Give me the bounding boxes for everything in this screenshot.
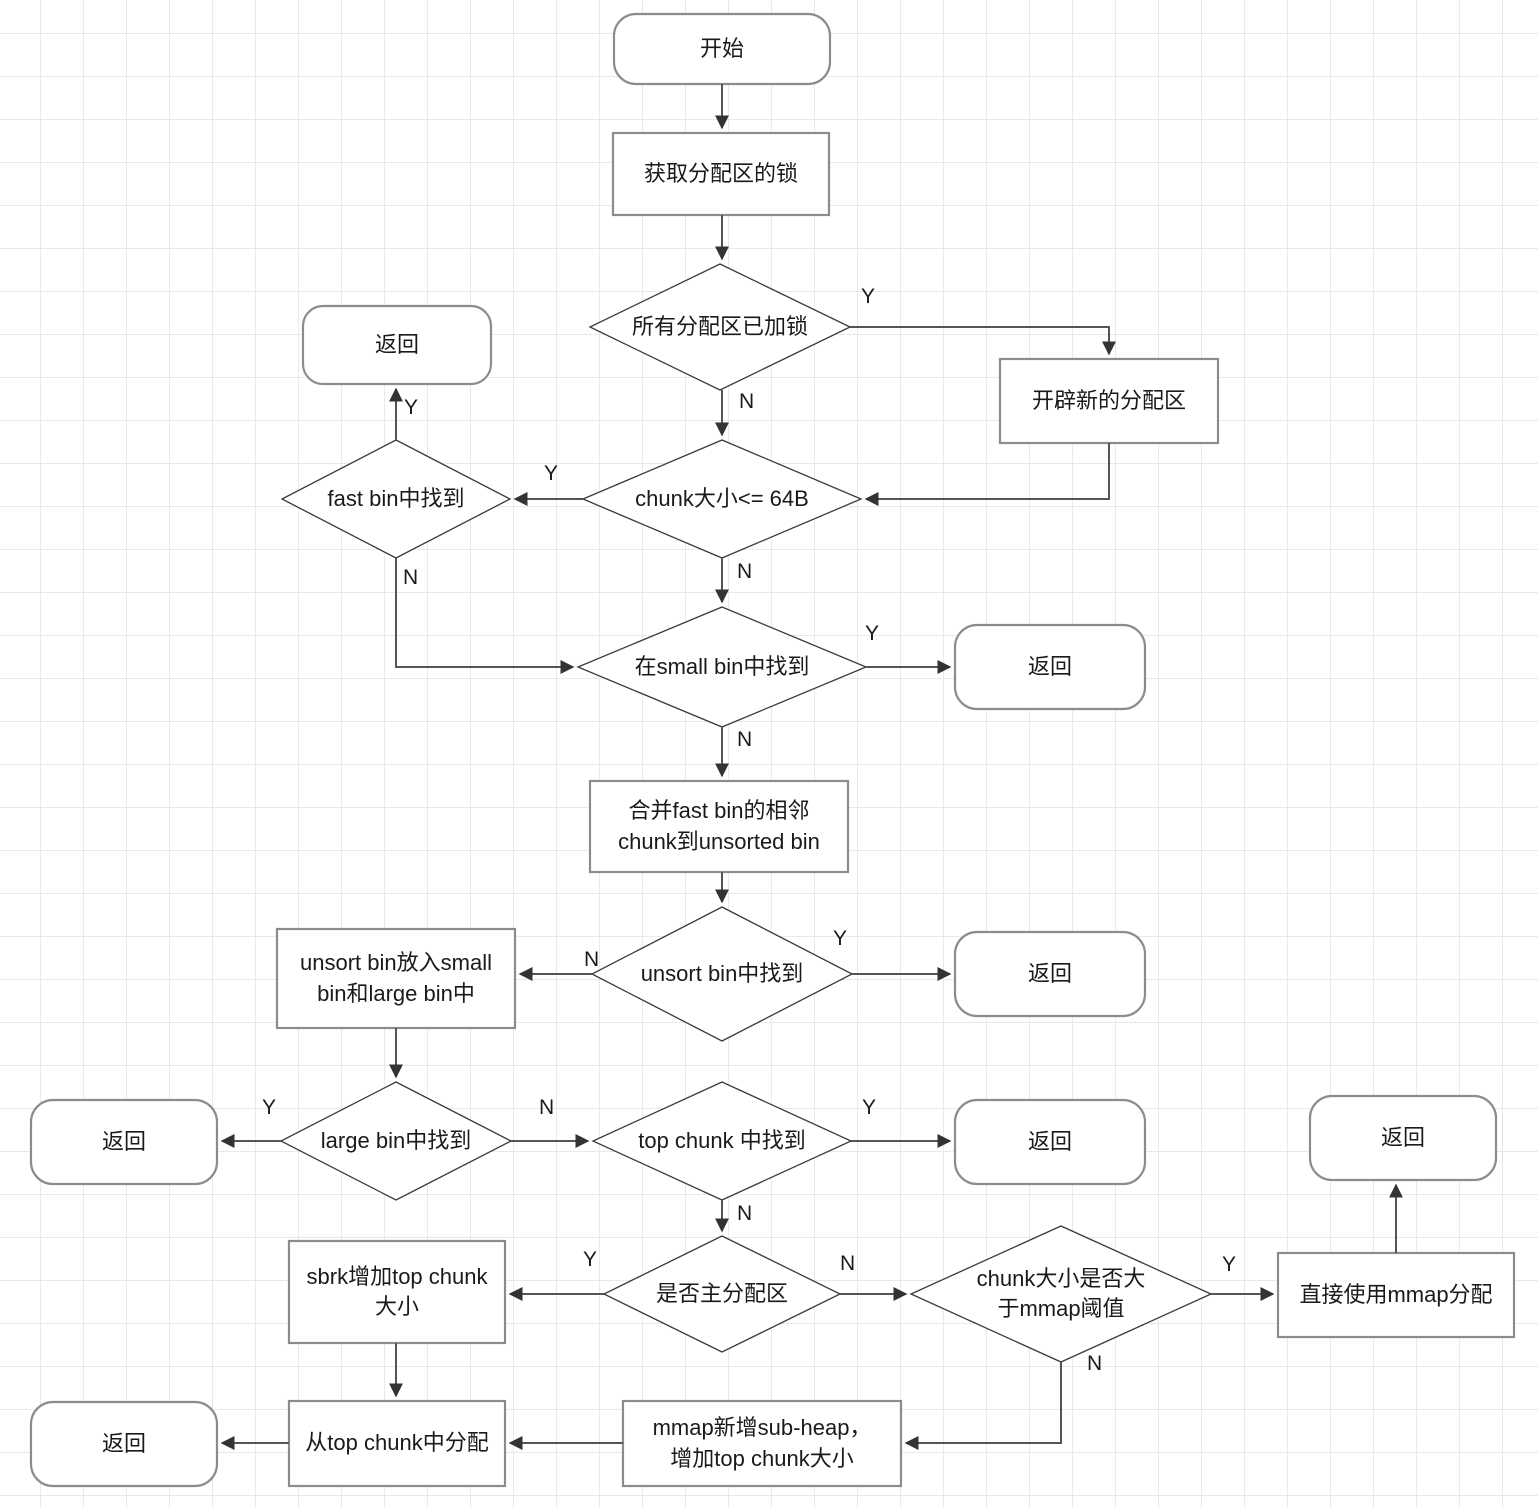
node-sbrk-grow-top-shape [287,1239,507,1345]
node-return-mmap-shape [1308,1094,1498,1182]
edge-fast-bin-no-to-small-bin [395,558,575,674]
node-return-unsort-bin-shape [953,930,1147,1018]
node-return-top-left-shape [301,304,493,386]
node-large-bin-found-shape [279,1081,513,1201]
edge-new-arena-to-chunk-le-64b [864,443,1110,506]
node-acquire-lock-shape [611,131,831,217]
node-chunk-gt-mmap-threshold-shape [909,1225,1213,1363]
node-is-main-arena-shape [602,1235,842,1353]
node-return-bottom-left-shape [29,1400,219,1488]
node-start-shape [612,12,832,86]
node-chunk-le-64b-shape [581,439,863,559]
node-small-bin-found-shape [576,606,868,728]
node-fast-bin-found-shape [280,439,512,559]
node-top-chunk-found-shape [591,1081,853,1201]
node-alloc-from-top-chunk-shape [287,1399,507,1488]
node-new-arena-shape [998,357,1220,445]
node-unsort-to-small-large-shape [275,927,517,1030]
node-merge-fast-bin-shape [588,779,850,874]
edge-all-arenas-yes-to-new-arena [850,326,1116,356]
node-unsort-bin-found-shape [590,906,854,1042]
node-use-mmap-direct-shape [1276,1251,1516,1339]
node-return-large-bin-shape [29,1098,219,1186]
node-return-top-chunk-shape [953,1098,1147,1186]
node-return-small-bin-shape [953,623,1147,711]
edge-mmap-threshold-no-to-mmap-new-subheap [904,1362,1062,1450]
node-all-arenas-locked-shape [588,263,852,391]
node-mmap-new-subheap-shape [621,1399,903,1488]
